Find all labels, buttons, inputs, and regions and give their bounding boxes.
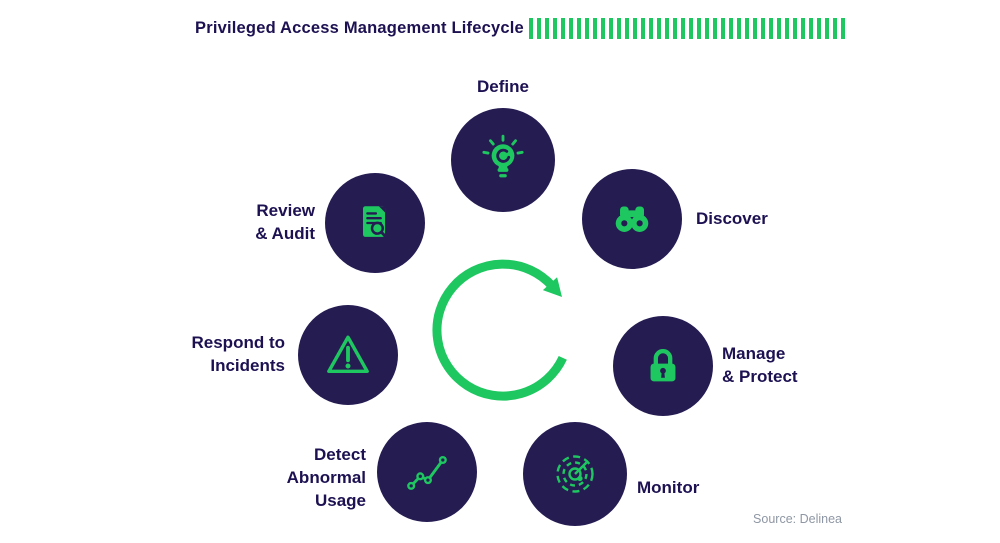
trend-chart-icon: [407, 455, 447, 490]
node-respond-to-incidents: [298, 305, 398, 405]
document-magnifier-icon: [363, 206, 387, 237]
warning-triangle-icon: [327, 335, 369, 374]
review-audit-label: Review & Audit: [255, 201, 315, 243]
respond-to-incidents-label: Respond to Incidents: [191, 333, 286, 375]
node-monitor: [523, 422, 627, 526]
monitor-label: Monitor: [637, 478, 700, 497]
radar-icon: [556, 455, 594, 493]
node-manage-protect: [613, 316, 713, 416]
page-title: Privileged Access Management Lifecycle: [195, 19, 524, 37]
binoculars-icon: [615, 206, 649, 232]
green-dashes-decoration: [529, 18, 847, 39]
lightbulb-icon: [482, 134, 524, 178]
node-review-audit: [325, 173, 425, 273]
node-define: [451, 108, 555, 212]
padlock-icon: [650, 349, 676, 382]
detect-abnormal-usage-label: Detect Abnormal Usage: [286, 445, 366, 510]
cycle-arrow-icon: [432, 259, 567, 401]
node-discover: [582, 169, 682, 269]
discover-label: Discover: [696, 209, 768, 228]
node-detect-abnormal-usage: [377, 422, 477, 522]
define-label: Define: [477, 77, 529, 96]
manage-protect-label: Manage & Protect: [722, 344, 798, 386]
source-attribution: Source: Delinea: [753, 512, 842, 526]
